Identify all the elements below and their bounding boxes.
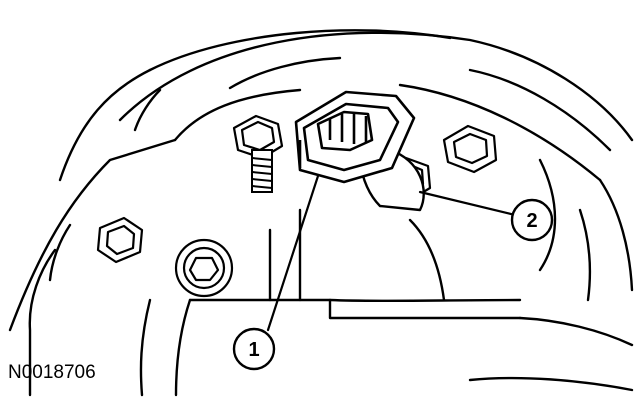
hex-bolt-left (96, 216, 144, 264)
figure-id: N0018706 (8, 362, 96, 383)
leader-line-2 (418, 190, 517, 217)
threaded-stud (251, 149, 273, 193)
sensor-connector (294, 90, 416, 184)
hex-bolt-upper-left (232, 114, 284, 160)
callout-2: 2 (510, 198, 554, 242)
callout-2-label: 2 (526, 210, 537, 232)
callout-1-label: 1 (248, 339, 259, 361)
hex-bolt-upper-right (442, 124, 498, 174)
leader-line-1 (266, 174, 320, 332)
callout-1: 1 (232, 327, 276, 371)
leader-lines (266, 174, 517, 332)
housing-outline (8, 29, 634, 397)
hex-bolt-center (174, 238, 234, 298)
